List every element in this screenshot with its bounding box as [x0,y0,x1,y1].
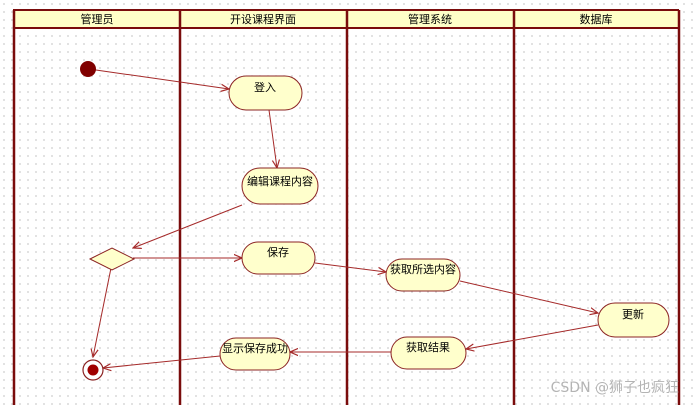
action-save-shape [241,241,316,275]
action-save-label: 保存 [267,245,289,259]
action-fetch-result: 获取结果 [390,336,467,370]
edge-update-to-fetch-result [466,324,599,349]
edge-fetch-content-to-update [459,280,598,313]
action-edit-course-label: 编辑课程内容 [247,174,313,188]
action-fetch-content-shape [385,258,461,292]
final-node-core [87,364,99,376]
lane-title-system: 管理系统 [408,12,452,26]
action-login-label: 登入 [254,80,276,94]
action-show-success-label: 显示保存成功 [222,341,288,355]
edge-start-to-login [88,68,229,89]
edge-login-to-edit [268,109,277,168]
watermark: CSDN @狮子也疯狂 [551,380,679,396]
action-edit-course-shape [241,167,319,205]
action-show-success-shape [219,337,291,371]
action-update-shape [597,302,670,338]
edge-save-to-fetch-content [314,262,386,272]
edge-decision-to-end [93,267,112,357]
action-login-shape [228,75,303,111]
action-fetch-content: 获取所选内容 [385,258,461,292]
decision-node [88,247,136,271]
action-save: 保存 [241,241,316,275]
edge-show-success-to-end [103,355,221,368]
lane-title-admin: 管理员 [81,12,114,26]
action-fetch-result-shape [390,336,467,370]
lane-title-database: 数据库 [580,12,613,26]
action-update-label: 更新 [622,307,644,321]
action-edit-course: 编辑课程内容 [241,167,319,205]
action-fetch-result-label: 获取结果 [406,341,450,354]
action-update: 更新 [597,302,670,338]
initial-node [80,61,96,77]
lane-title-course-ui: 开设课程界面 [230,13,296,26]
action-login: 登入 [228,75,303,111]
action-fetch-content-label: 获取所选内容 [390,262,456,276]
action-show-success: 显示保存成功 [219,337,291,371]
edge-edit-to-decision [133,204,243,248]
